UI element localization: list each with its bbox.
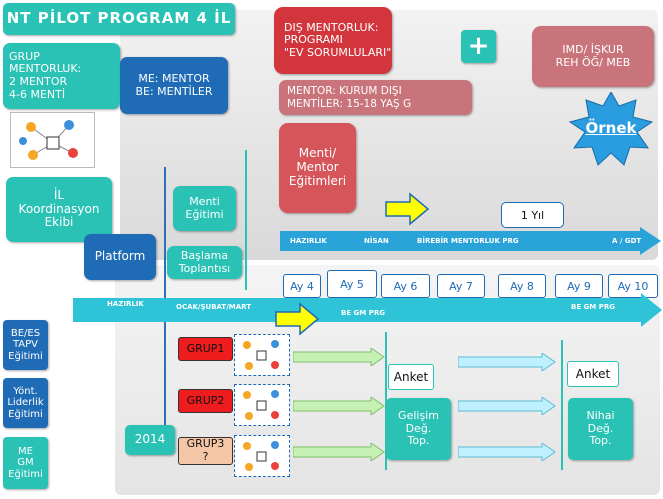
menti-egitimi-box: Menti Eğitimi	[173, 186, 236, 231]
lower-timeline-arrow: HAZIRLIK OCAK/ŞUBAT/MART BE GM PRG BE GM…	[73, 293, 663, 327]
add-plus-icon[interactable]: +	[461, 30, 496, 63]
page-title: NT PİLOT PROGRAM 4 İL	[3, 3, 235, 35]
vertical-line-1	[164, 167, 166, 427]
month-ay5: Ay 5	[327, 270, 377, 298]
anket-box-1: Anket	[388, 364, 434, 390]
imd-iskur-box: IMD/ İŞKUR REH ÖĞ/ MEB	[532, 26, 654, 87]
grup1-box: GRUP1	[178, 337, 233, 361]
month-ay4: Ay 4	[283, 274, 321, 298]
me-gm-egitimi-box: ME GM Eğitimi	[3, 437, 48, 489]
anket-box-2: Anket	[567, 361, 619, 387]
green-arrow-2	[292, 396, 385, 416]
platform-box: Platform	[84, 234, 156, 280]
yont-liderlik-box: Yönt. Liderlik Eğitimi	[3, 378, 48, 428]
lower-hazirlik-label: HAZIRLIK	[107, 300, 144, 308]
month-ay10: Ay 10	[608, 274, 658, 298]
mindmap-thumbnail	[10, 112, 95, 168]
upper-agdt-label: A / GDT	[612, 237, 642, 245]
lower-be-gm-prg-label-2: BE GM PRG	[571, 303, 615, 311]
grup3-box: GRUP3 ?	[178, 437, 233, 465]
lower-ocak-label: OCAK/ŞUBAT/MART	[176, 303, 251, 311]
nihai-deg-top-box: Nihai Değ. Top.	[568, 398, 633, 460]
vertical-line-4	[561, 340, 563, 470]
month-ay6: Ay 6	[381, 274, 430, 298]
group3-thumbnail	[234, 435, 290, 477]
il-koordinasyon-box: İL Koordinasyon Ekibi	[6, 177, 112, 242]
upper-timeline-arrow: HAZIRLIK NİSAN BİREBİR MENTORLUK PRG A /…	[280, 227, 662, 255]
baslama-toplantisi-box: Başlama Toplantısı	[167, 246, 242, 279]
yellow-arrow-lower	[274, 302, 320, 336]
mentor-kurum-disi-box: MENTOR: KURUM DIŞI MENTİLER: 15-18 YAŞ G	[279, 80, 472, 115]
upper-nisan-label: NİSAN	[364, 237, 389, 245]
grup-mentorluk-box: GRUP MENTORLUK: 2 MENTOR 4-6 MENTİ	[3, 43, 120, 109]
be-es-tapv-box: BE/ES TAPV Eğitimi	[3, 320, 48, 370]
gelisim-deg-top-box: Gelişim Değ. Top.	[386, 398, 451, 460]
dis-mentorluk-box: DIŞ MENTORLUK: PROGRAMI "EV SORUMLULARI"	[274, 7, 392, 74]
me-be-box: ME: MENTOR BE: MENTİLER	[120, 57, 228, 114]
cyan-arrow-1	[457, 352, 556, 372]
upper-hazirlik-label: HAZIRLIK	[290, 237, 327, 245]
green-arrow-1	[292, 347, 385, 367]
vertical-line-2	[245, 150, 247, 290]
cyan-arrow-2	[457, 396, 556, 416]
group1-thumbnail	[234, 334, 290, 376]
menti-mentor-egitimleri-box: Menti/ Mentor Eğitimleri	[279, 123, 356, 213]
month-ay9: Ay 9	[555, 274, 603, 298]
lower-be-gm-prg-label-1: BE GM PRG	[341, 309, 385, 317]
yellow-arrow-upper	[384, 192, 430, 226]
group2-thumbnail	[234, 384, 290, 426]
green-arrow-3	[292, 442, 385, 462]
month-ay7: Ay 7	[437, 274, 485, 298]
upper-birebir-label: BİREBİR MENTORLUK PRG	[417, 237, 519, 245]
ornek-label[interactable]: Örnek	[585, 119, 637, 137]
cyan-arrow-3	[457, 442, 556, 462]
ornek-star-icon[interactable]: Örnek	[566, 90, 656, 167]
year-2014-box: 2014	[125, 425, 175, 455]
grup2-box: GRUP2	[178, 389, 233, 413]
one-year-box: 1 Yıl	[501, 202, 564, 228]
month-ay8: Ay 8	[498, 274, 546, 298]
